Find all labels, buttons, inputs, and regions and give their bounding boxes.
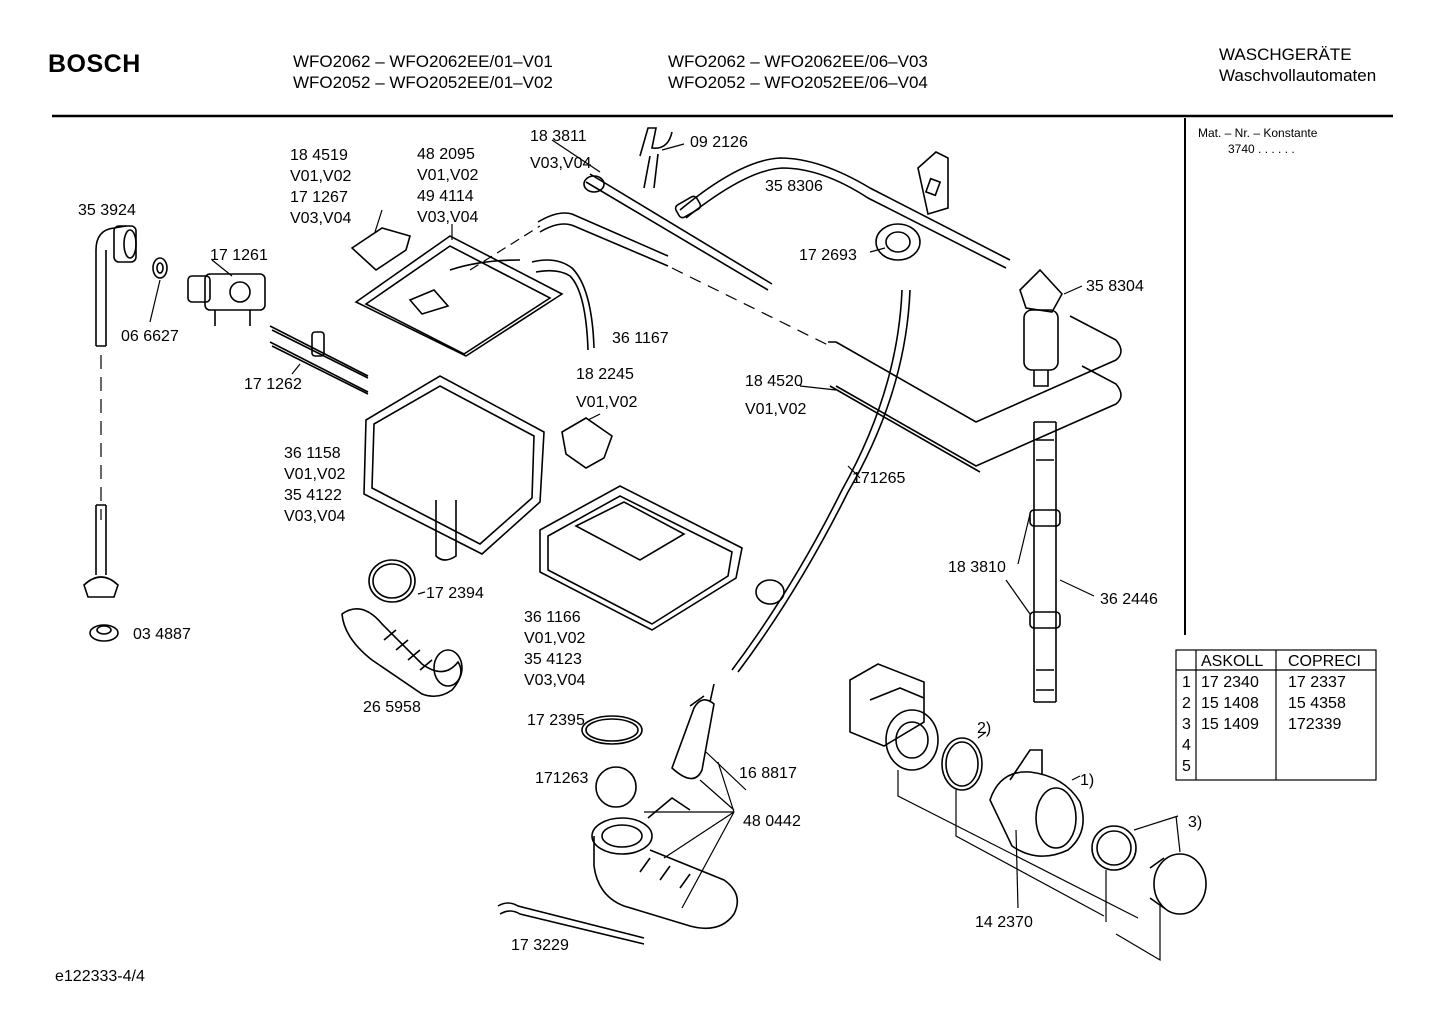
label-v01v02-a: V01,V02 <box>290 168 352 185</box>
label-36-2446: 36 2446 <box>1100 591 1158 608</box>
label-17-2395: 17 2395 <box>527 712 585 729</box>
label-171263: 171263 <box>535 770 589 787</box>
supplier-row-num: 3 <box>1182 716 1191 733</box>
brand-logo: BOSCH <box>48 50 141 78</box>
document-id: e122333-4/4 <box>55 968 145 985</box>
label-03-4887: 03 4887 <box>133 626 191 643</box>
mat-nr-heading: Mat. – Nr. – Konstante <box>1198 126 1318 140</box>
label-note-2: 2) <box>977 720 992 737</box>
label-14-2370: 14 2370 <box>975 914 1033 931</box>
label-v03v04-d: V03,V04 <box>284 508 346 525</box>
category-title: WASCHGERÄTE <box>1219 45 1352 64</box>
supplier-row-num: 1 <box>1182 674 1191 691</box>
label-note-3: 3) <box>1188 814 1203 831</box>
supplier-row-askoll: 15 1409 <box>1201 716 1259 733</box>
label-36-1167: 36 1167 <box>612 330 669 347</box>
label-17-1261: 17 1261 <box>210 247 268 264</box>
label-36-1166: 36 1166 <box>524 609 581 626</box>
label-16-8817: 16 8817 <box>739 765 797 782</box>
supplier-row-copreci: 15 4358 <box>1288 695 1346 712</box>
category-subtitle: Waschvollautomaten <box>1219 66 1377 85</box>
label-48-2095: 48 2095 <box>417 146 475 163</box>
label-18-4519: 18 4519 <box>290 147 348 164</box>
models-col1-line2: WFO2052 – WFO2052EE/01–V02 <box>293 73 553 92</box>
label-v03v04-a: V03,V04 <box>290 210 352 227</box>
label-v03v04-c: V03,V04 <box>530 155 592 172</box>
models-col2-line1: WFO2062 – WFO2062EE/06–V03 <box>668 52 928 71</box>
label-v01v02-e: V01,V02 <box>524 630 586 647</box>
label-48-0442: 48 0442 <box>743 813 801 830</box>
label-17-2693: 17 2693 <box>799 247 857 264</box>
label-v01v02-b: V01,V02 <box>417 167 479 184</box>
mat-nr-value: 3740 . . . . . . <box>1228 142 1295 156</box>
supplier-row-copreci: 17 2337 <box>1288 674 1346 691</box>
label-v03v04-b: V03,V04 <box>417 209 479 226</box>
label-v03v04-e: V03,V04 <box>524 672 586 689</box>
supplier-header-askoll: ASKOLL <box>1201 653 1264 670</box>
label-09-2126: 09 2126 <box>690 134 748 151</box>
supplier-row-num: 2 <box>1182 695 1191 712</box>
label-17-3229: 17 3229 <box>511 937 569 954</box>
supplier-row-num: 5 <box>1182 758 1191 775</box>
supplier-header-copreci: COPRECI <box>1288 653 1361 670</box>
label-35-4122: 35 4122 <box>284 487 342 504</box>
supplier-row-askoll: 17 2340 <box>1201 674 1259 691</box>
label-36-1158: 36 1158 <box>284 445 341 462</box>
label-18-4520: 18 4520 <box>745 373 803 390</box>
supplier-row-num: 4 <box>1182 737 1191 754</box>
label-v01v02-f: V01,V02 <box>745 401 807 418</box>
label-49-4114: 49 4114 <box>417 188 474 205</box>
models-col1-line1: WFO2062 – WFO2062EE/01–V01 <box>293 52 553 71</box>
models-col2-line2: WFO2052 – WFO2052EE/06–V04 <box>668 73 928 92</box>
supplier-row-copreci: 172339 <box>1288 716 1342 733</box>
supplier-row-askoll: 15 1408 <box>1201 695 1259 712</box>
label-v01v02-d: V01,V02 <box>284 466 346 483</box>
label-35-4123: 35 4123 <box>524 651 582 668</box>
label-06-6627: 06 6627 <box>121 328 179 345</box>
label-35-8306: 35 8306 <box>765 178 823 195</box>
label-18-2245: 18 2245 <box>576 366 634 383</box>
label-18-3810: 18 3810 <box>948 559 1006 576</box>
label-18-3811: 18 3811 <box>530 128 587 145</box>
label-17-1267: 17 1267 <box>290 189 348 206</box>
label-v01v02-c: V01,V02 <box>576 394 638 411</box>
label-35-3924: 35 3924 <box>78 202 136 219</box>
label-17-1262: 17 1262 <box>244 376 302 393</box>
label-26-5958: 26 5958 <box>363 699 421 716</box>
label-note-1: 1) <box>1080 772 1095 789</box>
label-35-8304: 35 8304 <box>1086 278 1144 295</box>
label-171265: 171265 <box>852 470 906 487</box>
label-17-2394: 17 2394 <box>426 585 484 602</box>
